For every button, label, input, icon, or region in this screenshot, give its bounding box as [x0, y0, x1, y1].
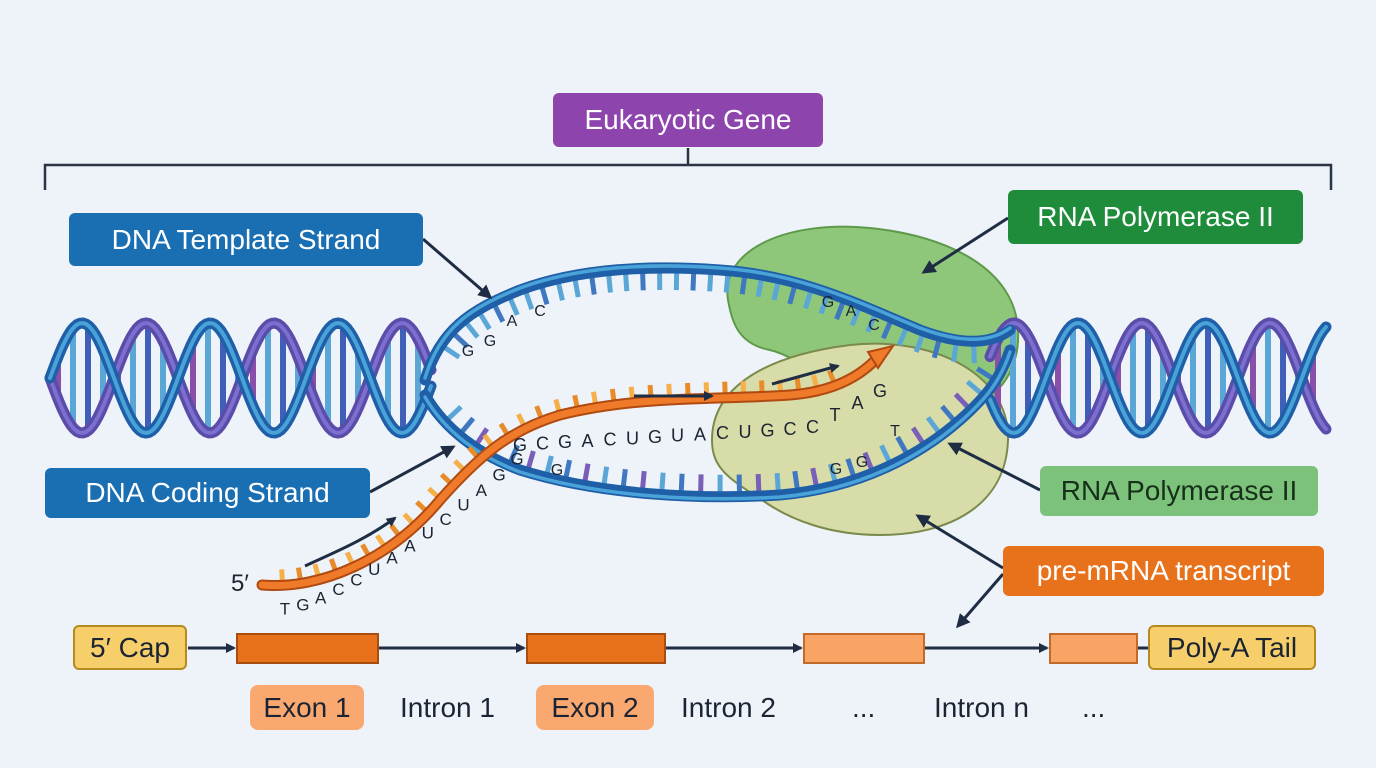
rna-base-letter: C	[439, 510, 451, 529]
rna-base-letter: A	[315, 589, 327, 608]
exon-1-block	[236, 633, 379, 664]
rna-base-letter: U	[368, 560, 380, 579]
rna-base-letter: U	[422, 523, 434, 542]
backbone-highlight	[988, 320, 1328, 436]
callout-arrow-icon	[915, 514, 1004, 570]
exon-3-block	[803, 633, 925, 664]
callout-arrow-icon	[422, 237, 493, 299]
eukaryotic-gene-label: Eukaryotic Gene	[553, 93, 823, 147]
backbone-highlight	[48, 320, 433, 436]
rna-base-letter: U	[739, 422, 752, 442]
exon-2-block	[526, 633, 666, 664]
intron-n-label: Intron n	[934, 692, 1029, 723]
template-base-letter: C	[868, 317, 880, 334]
callout-arrow-icon	[947, 442, 1041, 492]
rna-base-letter: C	[784, 419, 797, 439]
template-base-letter: C	[534, 303, 546, 320]
rna-polymerase-top-label: RNA Polymerase II	[1008, 190, 1303, 244]
coding-base-letter: G	[551, 462, 563, 479]
template-base-letter: G	[462, 343, 474, 360]
dna-helix-left	[44, 317, 437, 439]
rna-base-letter: U	[671, 426, 684, 446]
rna-base-letter: A	[476, 481, 488, 500]
five-prime-cap: 5′ Cap	[73, 625, 187, 670]
coding-base-letter: G	[830, 461, 842, 478]
exon-1-label: Exon 1	[250, 685, 364, 730]
rna-base-letter: G	[760, 420, 774, 440]
ellipsis-label: ...	[1082, 692, 1106, 723]
template-base-letter: G	[484, 333, 496, 350]
rna-base-letter: C	[332, 580, 344, 599]
exon-n-block	[1049, 633, 1138, 664]
poly-a-tail: Poly-A Tail	[1148, 625, 1316, 670]
rna-base-letter: G	[648, 427, 662, 447]
direction-arrow-icon	[771, 363, 840, 386]
rna-base-letter: C	[806, 417, 819, 437]
coding-strand	[419, 344, 1016, 503]
rna-base-letter: C	[716, 423, 729, 443]
pre-mrna-transcript-label: pre-mRNA transcript	[1003, 546, 1324, 596]
gene-bracket	[43, 148, 1333, 190]
coding-base-letter: T	[890, 423, 900, 440]
rna-base-letter: U	[626, 428, 639, 448]
rna-base-letter: C	[604, 430, 617, 450]
rna-transcript	[256, 344, 896, 592]
rna-base-letter: A	[694, 424, 706, 444]
ellipsis-label: ...	[852, 692, 876, 723]
rna-base-letter: G	[873, 381, 887, 401]
direction-arrow-icon	[304, 516, 397, 568]
intron-1-label: Intron 1	[400, 692, 495, 723]
callout-arrow-icon	[369, 445, 456, 494]
rna-base-letter: A	[581, 431, 593, 451]
rna-base-letter: C	[536, 433, 549, 453]
gene-structure-bar	[188, 633, 1148, 664]
rna-base-letter: G	[513, 435, 527, 455]
rna-base-letter: A	[851, 393, 863, 413]
rna-base-letter: C	[350, 571, 362, 590]
rna-base-letter: A	[386, 549, 398, 568]
rna-base-letter: G	[296, 595, 309, 614]
template-strand	[419, 262, 1016, 386]
callout-arrow-icon	[956, 573, 1005, 629]
intron-2-label: Intron 2	[681, 692, 776, 723]
rna-base-letter: G	[558, 432, 572, 452]
template-base-letter: A	[846, 303, 857, 320]
template-base-letter: G	[822, 294, 834, 311]
five-prime-end-label: 5′	[231, 570, 249, 597]
template-base-letter: A	[507, 313, 518, 330]
rna-base-letter: T	[830, 405, 841, 425]
callout-arrows	[369, 216, 1041, 629]
rna-base-letter: U	[457, 496, 469, 515]
rna-polymerase-bottom-label: RNA Polymerase II	[1040, 466, 1318, 516]
exon-2-label: Exon 2	[536, 685, 654, 730]
dna-helix-right	[984, 317, 1332, 439]
dna-coding-strand-label: DNA Coding Strand	[45, 468, 370, 518]
rna-base-letter: G	[493, 465, 506, 484]
dna-template-strand-label: DNA Template Strand	[69, 213, 423, 266]
coding-base-letter: G	[856, 454, 868, 471]
direction-arrows	[304, 363, 840, 568]
rna-base-letter: G	[510, 449, 523, 468]
rna-base-letter: T	[280, 599, 290, 618]
callout-arrow-icon	[921, 216, 1009, 274]
rna-base-letter: A	[404, 536, 416, 555]
